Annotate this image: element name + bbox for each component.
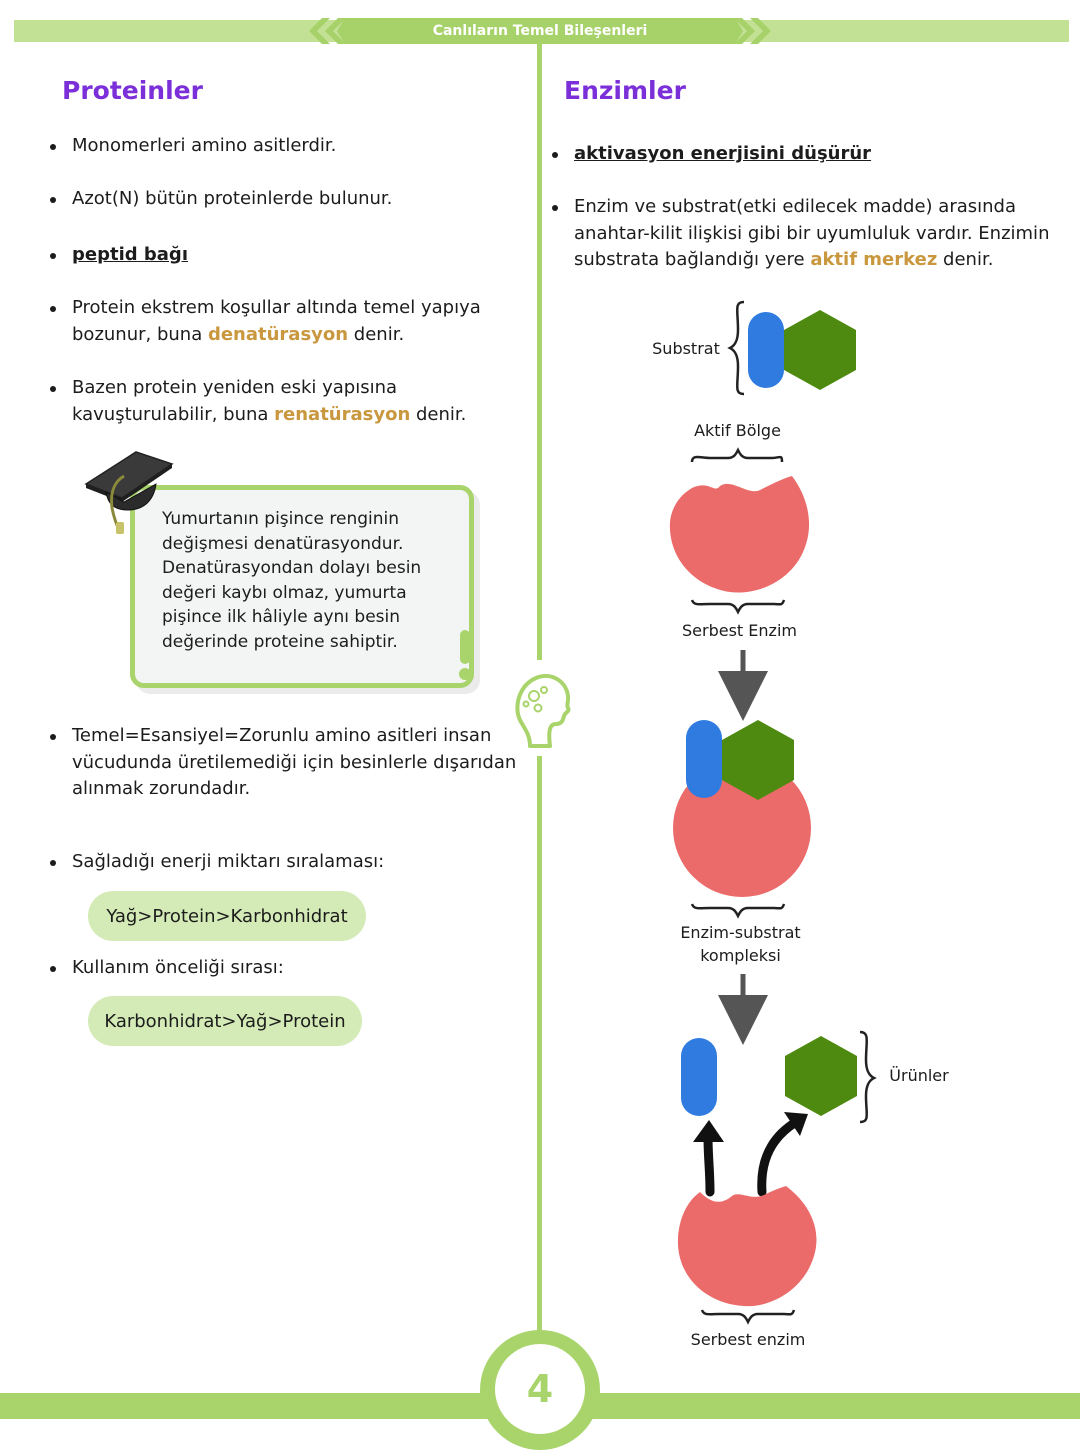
bullet-text: Enzim ve substrat(etki edilecek madde) a… — [574, 196, 1050, 270]
products-brace-icon — [859, 1030, 877, 1124]
bullet-text: Protein ekstrem koşullar altında temel y… — [72, 297, 481, 345]
final-enzyme-brace-icon — [700, 1309, 796, 1325]
page-number: 4 — [495, 1344, 585, 1434]
bullet-text: Sağladığı enerji miktarı sıralaması: — [72, 851, 385, 872]
complex-brace-icon — [690, 903, 786, 919]
substrate-label: Substrat — [652, 339, 720, 358]
free-enzyme-shape — [669, 476, 810, 593]
protein-bullet-energy-order: Sağladığı enerji miktarı sıralaması: — [50, 849, 532, 876]
note-card — [130, 485, 474, 688]
protein-bullet-monomers: Monomerleri amino asitlerdir. — [50, 133, 532, 160]
energy-order-pill: Yağ>Protein>Karbonhidrat — [88, 891, 366, 941]
protein-bullet-nitrogen: Azot(N) bütün proteinlerde bulunur. — [50, 186, 532, 213]
bullet-text: Temel=Esansiyel=Zorunlu amino asitleri i… — [72, 725, 517, 799]
header-left-chevrons-icon — [309, 18, 350, 44]
product-blue-part — [681, 1038, 717, 1116]
bullet-text: denir. — [348, 323, 405, 345]
highlight-term: denatürasyon — [207, 323, 349, 345]
enzymes-title: Enzimler — [564, 76, 686, 105]
usage-order-pill: Karbonhidrat>Yağ>Protein — [88, 996, 362, 1046]
bullet-text: Kullanım önceliği sırası: — [72, 957, 284, 978]
complex-label-line1: Enzim-substrat — [680, 923, 801, 942]
bullet-text: Monomerleri amino asitlerdir. — [72, 135, 337, 156]
protein-bullet-usage-order: Kullanım önceliği sırası: — [50, 955, 532, 982]
final-enzyme-shape — [677, 1186, 817, 1307]
enzyme-bullet-lock-key: Enzim ve substrat(etki edilecek madde) a… — [552, 194, 1054, 274]
highlight-term: renatürasyon — [274, 403, 411, 425]
substrate-blue-part — [748, 312, 784, 388]
protein-bullet-denaturation: Protein ekstrem koşullar altında temel y… — [50, 295, 502, 348]
bullet-text: Azot(N) bütün proteinlerde bulunur. — [72, 188, 393, 209]
note-text: Yumurtanın pişince renginin değişmesi de… — [162, 509, 422, 652]
substrate-brace-icon — [727, 300, 745, 396]
bullet-text: denir. — [937, 249, 994, 270]
protein-bullet-essential-amino: Temel=Esansiyel=Zorunlu amino asitleri i… — [50, 723, 532, 803]
bullet-text: denir. — [410, 403, 467, 425]
protein-bullet-renaturation: Bazen protein yeniden eski yapısına kavu… — [50, 375, 502, 428]
header-right-chevrons-icon — [730, 18, 771, 44]
head-profile-icon — [515, 674, 571, 748]
highlight-term: aktif merkez — [810, 249, 938, 270]
graduation-cap-icon — [84, 451, 174, 534]
proteins-title: Proteinler — [62, 76, 203, 105]
complex-green-part — [722, 720, 794, 800]
free-enzyme-brace-icon — [690, 599, 786, 615]
complex-blue-part — [686, 720, 722, 798]
final-free-enzyme-label: Serbest enzim — [690, 1330, 806, 1349]
substrate-green-part — [784, 310, 856, 390]
bullet-text: peptid bağı — [72, 244, 188, 265]
active-site-label: Aktif Bölge — [694, 421, 781, 440]
enzyme-bullet-activation-energy: aktivasyon enerjisini düşürür — [552, 141, 1054, 168]
products-label: Ürünler — [889, 1066, 949, 1085]
product-arrow-left-icon — [703, 1131, 715, 1197]
bullet-text: aktivasyon enerjisini düşürür — [574, 143, 872, 164]
active-site-brace-icon — [690, 447, 784, 463]
product-arrow-right-icon — [757, 1117, 801, 1197]
enzyme-diagram — [669, 300, 877, 1325]
header-title: Canlıların Temel Bileşenleri — [345, 18, 735, 44]
free-enzyme-label: Serbest Enzim — [682, 621, 797, 640]
protein-bullet-peptide-bond: peptid bağı — [50, 242, 532, 269]
exclamation-icon — [459, 630, 471, 680]
product-green-part — [785, 1036, 857, 1116]
bullet-text: Bazen protein yeniden eski yapısına kavu… — [72, 377, 398, 425]
complex-label-line2: kompleksi — [700, 946, 781, 965]
